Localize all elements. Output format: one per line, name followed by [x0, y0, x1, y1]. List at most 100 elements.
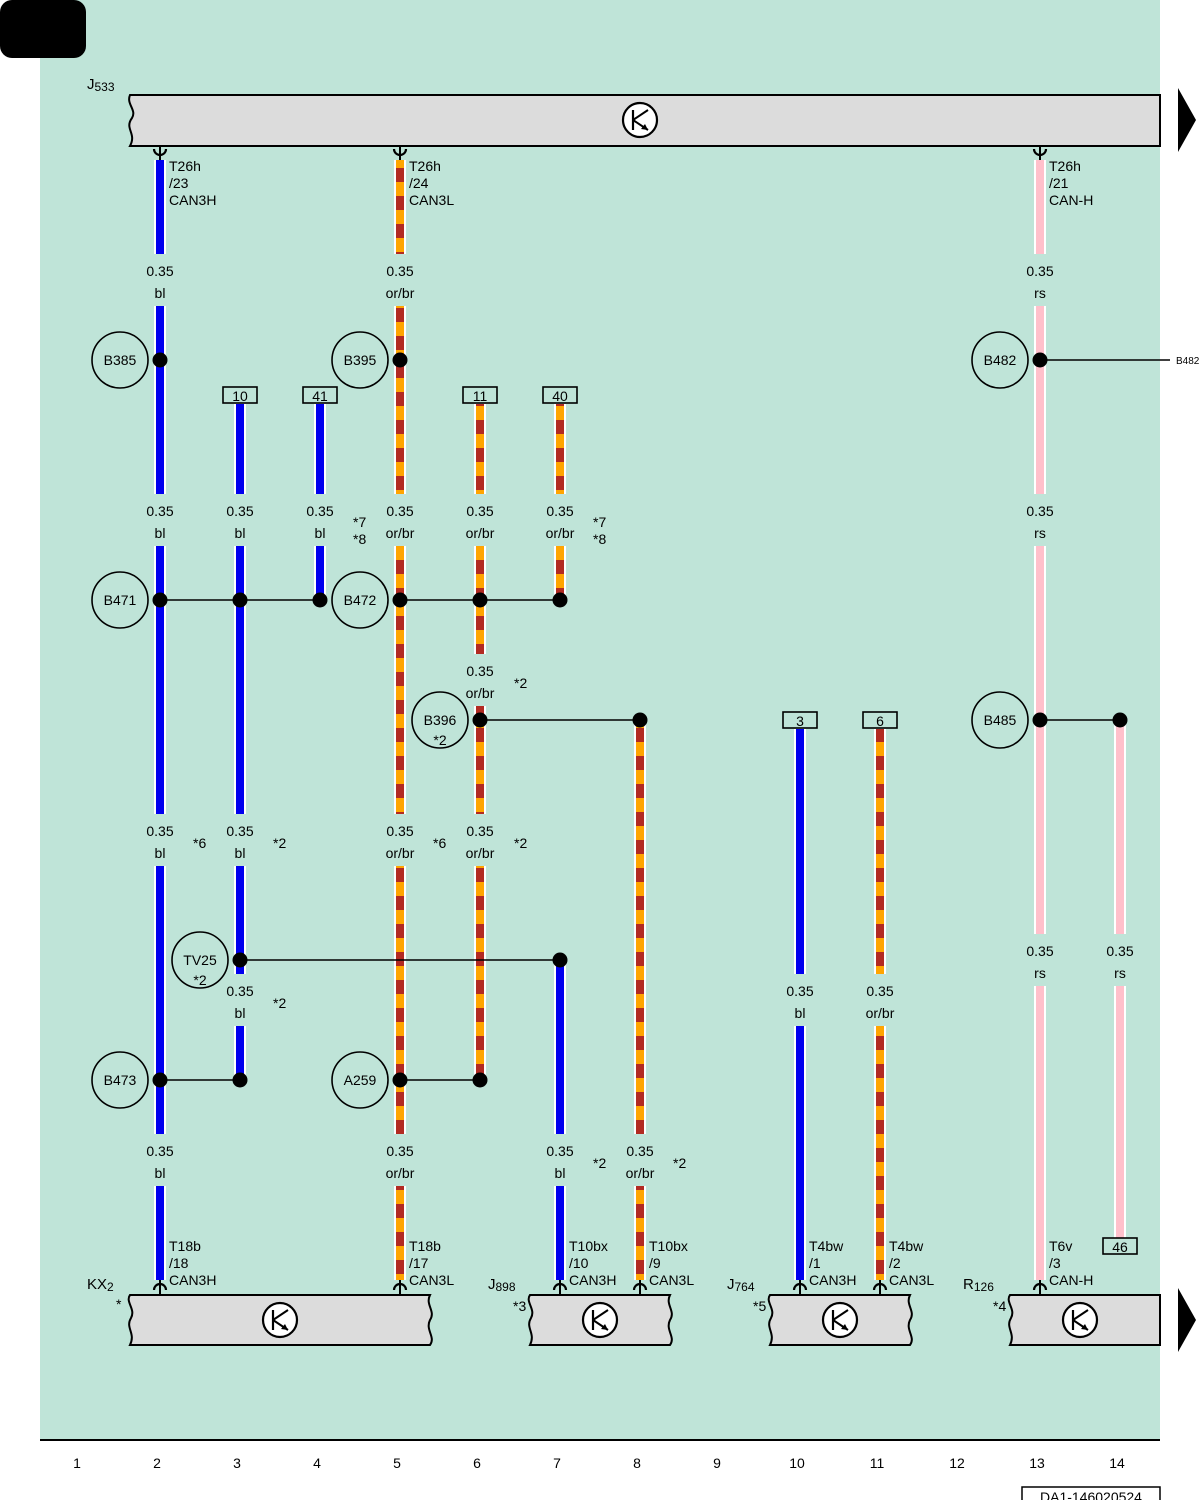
wire-segment: [556, 1186, 564, 1280]
connector-boxes: 10 41 11 40 3 6 46: [222, 386, 1138, 1255]
connector-label: 10: [232, 388, 248, 404]
j764-label: J764: [727, 1276, 755, 1294]
wire-segment: [1036, 546, 1044, 934]
wire-segment: [876, 1026, 884, 1280]
connector-label: 3: [796, 713, 804, 729]
wires-layer: [154, 160, 1126, 1280]
column-number: 12: [949, 1455, 965, 1471]
wire-segment: [476, 706, 484, 814]
junction-dot: [472, 1072, 488, 1088]
junction-dot: [232, 952, 248, 968]
j898-footnote: *3: [513, 1298, 526, 1314]
doc-id-box: [1021, 1486, 1161, 1500]
splice-label: B472: [344, 592, 377, 608]
wire-segment: [156, 1186, 164, 1280]
wire-segment: [236, 866, 244, 974]
splice-label: B473: [104, 1072, 137, 1088]
footnotes: *7*8 *7*8 *2 *6 *2 *6 *2 *2 *2 *2: [193, 514, 686, 1171]
connector-label: 41: [312, 388, 328, 404]
wire-segment: [156, 546, 164, 814]
junction-dot: [392, 352, 408, 368]
kx2-footnote: *: [116, 1296, 122, 1312]
junction-dot: [152, 352, 168, 368]
continue-right-arrow-icon: [1178, 88, 1196, 152]
junction-dot: [552, 592, 568, 608]
wire-segment: [1036, 306, 1044, 494]
junction-dot: [152, 592, 168, 608]
splice-circles: B385 B395 B482 B471 B472 B396 *2 B485 TV…: [91, 331, 1029, 1109]
footnote: *2: [514, 675, 527, 691]
splice-label: B396: [424, 712, 457, 728]
junction-dot: [392, 592, 408, 608]
footnote: *6: [193, 835, 206, 851]
footnote: *2: [273, 835, 286, 851]
splice-label: B385: [104, 352, 137, 368]
wire-segment: [636, 1186, 644, 1280]
r126-footnote: *4: [993, 1298, 1006, 1314]
column-number: 1: [73, 1455, 81, 1471]
wire-segment: [156, 306, 164, 494]
wire-segment: [156, 160, 164, 254]
footnote: *6: [433, 835, 446, 851]
j533-ecu-icon: [621, 101, 659, 139]
wire-segment: [476, 866, 484, 1080]
pin-symbols-layer: [152, 146, 1048, 1295]
junction-dots-layer: [152, 352, 1128, 1088]
column-number: 3: [233, 1455, 241, 1471]
column-number: 2: [153, 1455, 161, 1471]
wire-segment: [556, 404, 564, 494]
splice-note: *2: [193, 972, 206, 988]
column-number: 9: [713, 1455, 721, 1471]
splice-label: B482: [984, 352, 1017, 368]
j764-footnote: *5: [753, 1298, 766, 1314]
column-number: 5: [393, 1455, 401, 1471]
doc-id: DA1-146020524: [1040, 1489, 1142, 1500]
kx2-label: KX2: [87, 1276, 114, 1294]
connector-label: 46: [1112, 1239, 1128, 1255]
junction-dot: [1032, 712, 1048, 728]
junction-dot: [1112, 712, 1128, 728]
wire-segment: [396, 546, 404, 814]
connector-label: 6: [876, 713, 884, 729]
wire-segment: [1036, 986, 1044, 1280]
wire-segment: [796, 729, 804, 974]
footnote: *2: [593, 1155, 606, 1171]
connector-label: 11: [473, 388, 488, 404]
splice-note: *2: [433, 732, 446, 748]
wire-segment: [1036, 160, 1044, 254]
junction-dot: [312, 592, 328, 608]
wire-segment: [1116, 720, 1124, 934]
junction-dot: [472, 712, 488, 728]
junction-dot: [632, 712, 648, 728]
wire-segment: [396, 1186, 404, 1280]
splice-label: A259: [344, 1072, 377, 1088]
splice-label: B395: [344, 352, 377, 368]
junction-dot: [472, 592, 488, 608]
